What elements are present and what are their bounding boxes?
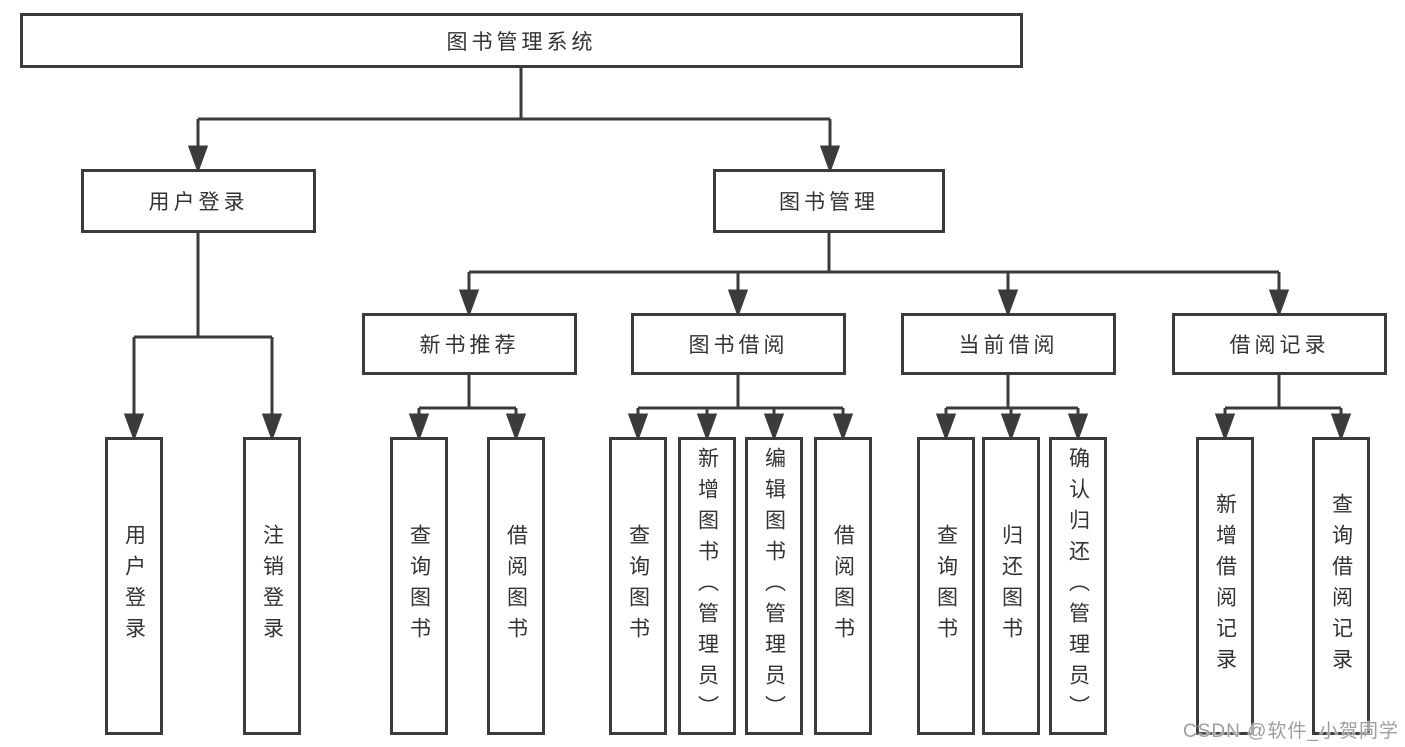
arrow-down-icon [832, 413, 854, 442]
leaf-add-borrow-record: 新增借阅记录 [1196, 437, 1254, 735]
connector-root-to-level2 [187, 68, 841, 174]
leaf-label: 查询图书 [407, 524, 431, 648]
connector-new-book-recommendation-children [408, 375, 527, 442]
node-new-book-recommendation: 新书推荐 [362, 313, 577, 375]
leaf-confirm-return-admin: 确认归还（管理员） [1049, 437, 1107, 735]
arrow-down-icon [408, 413, 430, 442]
watermark: CSDN @软件_小贺同学 [1183, 721, 1399, 742]
leaf-label: 新增借阅记录 [1213, 493, 1237, 679]
node-user-login: 用户登录 [81, 169, 316, 233]
arrow-down-icon [1214, 413, 1236, 442]
arrow-down-icon [696, 413, 718, 442]
leaf-label: 用户登录 [122, 524, 146, 648]
leaf-label: 确认归还（管理员） [1066, 446, 1090, 726]
leaf-user-login: 用户登录 [105, 437, 163, 735]
arrow-down-icon [458, 289, 480, 318]
arrow-down-icon [935, 413, 957, 442]
connector-book-management-children [458, 233, 1290, 318]
leaf-label: 借阅图书 [831, 524, 855, 648]
leaf-edit-books-admin: 编辑图书（管理员） [745, 437, 803, 735]
leaf-query-books-current: 查询图书 [917, 437, 975, 735]
node-book-borrowing: 图书借阅 [631, 313, 846, 375]
leaf-query-borrow-record: 查询借阅记录 [1312, 437, 1370, 735]
connector-book-borrowing-children [627, 375, 854, 442]
arrow-down-icon [187, 145, 209, 174]
arrow-down-icon [763, 413, 785, 442]
leaf-label: 归还图书 [999, 524, 1023, 648]
leaf-borrow-books-borrowing: 借阅图书 [814, 437, 872, 735]
node-borrowing-records: 借阅记录 [1172, 313, 1387, 375]
arrow-down-icon [819, 145, 841, 174]
leaf-label: 借阅图书 [504, 524, 528, 648]
leaf-label: 查询借阅记录 [1329, 493, 1353, 679]
node-library-management-system: 图书管理系统 [20, 13, 1023, 68]
leaf-logout: 注销登录 [243, 437, 301, 735]
leaf-add-books-admin: 新增图书（管理员） [678, 437, 736, 735]
arrow-down-icon [1000, 413, 1022, 442]
connector-current-borrowing-children [935, 375, 1089, 442]
node-current-borrowing: 当前借阅 [901, 313, 1116, 375]
leaf-label: 查询图书 [934, 524, 958, 648]
connector-borrowing-records-children [1214, 375, 1352, 442]
connector-user-login-children [123, 233, 283, 442]
leaf-label: 新增图书（管理员） [695, 446, 719, 726]
node-book-management: 图书管理 [713, 169, 945, 233]
leaf-label: 注销登录 [260, 524, 284, 648]
arrow-down-icon [123, 413, 145, 442]
arrow-down-icon [1268, 289, 1290, 318]
leaf-query-books-borrowing: 查询图书 [609, 437, 667, 735]
arrow-down-icon [627, 413, 649, 442]
arrow-down-icon [261, 413, 283, 442]
arrow-down-icon [1330, 413, 1352, 442]
leaf-return-books: 归还图书 [982, 437, 1040, 735]
arrow-down-icon [727, 289, 749, 318]
arrow-down-icon [505, 413, 527, 442]
arrow-down-icon [1067, 413, 1089, 442]
arrow-down-icon [997, 289, 1019, 318]
leaf-borrow-books-recommendation: 借阅图书 [487, 437, 545, 735]
leaf-label: 查询图书 [626, 524, 650, 648]
leaf-query-books-recommendation: 查询图书 [390, 437, 448, 735]
leaf-label: 编辑图书（管理员） [762, 446, 786, 726]
